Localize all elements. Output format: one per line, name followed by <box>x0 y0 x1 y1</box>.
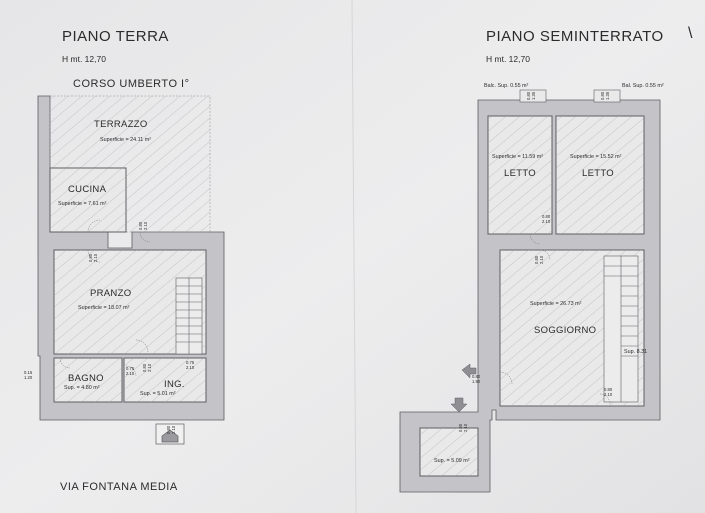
svg-text:0.75: 0.75 <box>126 366 135 371</box>
entrance-arrow-icon-lower <box>450 397 468 413</box>
svg-text:2.10: 2.10 <box>126 371 135 376</box>
room-area-ing: Sup. = 5.01 m² <box>140 391 176 397</box>
svg-text:0.80: 0.80 <box>142 363 147 372</box>
room-name-ing: ING. <box>164 379 185 390</box>
plan-piano-terra: PIANO TERRA H mt. 12,70 CORSO UMBERTO I° <box>24 28 225 493</box>
svg-text:0.75: 0.75 <box>186 360 195 365</box>
room-area-bagno: Sup. = 4.80 m² <box>64 385 100 391</box>
plan-title-terra: PIANO TERRA <box>62 28 169 45</box>
svg-text:2.10: 2.10 <box>463 423 468 432</box>
room-area-ripostiglio: Sup. = 5.09 m² <box>434 458 470 464</box>
stairs-terra <box>175 277 203 355</box>
svg-text:0.15: 0.15 <box>24 370 33 375</box>
room-area-cucina: Superficie = 7.61 m² <box>58 201 107 207</box>
svg-text:2.10: 2.10 <box>143 221 148 230</box>
stair-area-label: Sup. 8.31 <box>624 349 647 355</box>
svg-text:0.80: 0.80 <box>166 425 171 434</box>
balcony-label-left: Balc. Sup. 0.55 m² <box>484 83 529 89</box>
room-area-soggiorno: Superficie = 26.73 m² <box>530 301 582 307</box>
plan-piano-seminterrato: PIANO SEMINTERRATO H mt. 12,70 Balc. Sup… <box>399 25 693 493</box>
svg-text:1.90: 1.90 <box>472 379 481 384</box>
room-name-soggiorno: SOGGIORNO <box>534 325 596 336</box>
svg-text:0.80: 0.80 <box>138 221 143 230</box>
street-label-bottom: VIA FONTANA MEDIA <box>60 481 178 493</box>
height-label-seminterrato: H mt. 12,70 <box>486 54 530 64</box>
room-area-letto-1: Superficie = 11.59 m² <box>492 154 543 160</box>
svg-text:0.80: 0.80 <box>472 374 481 379</box>
svg-text:0.80: 0.80 <box>534 255 539 264</box>
svg-text:0.80: 0.80 <box>542 214 551 219</box>
plan-title-seminterrato: PIANO SEMINTERRATO <box>486 28 664 45</box>
corner-pen-mark: \ <box>688 25 693 42</box>
street-label-top: CORSO UMBERTO I° <box>73 78 190 90</box>
room-name-cucina: CUCINA <box>68 184 107 195</box>
svg-text:2.10: 2.10 <box>604 392 613 397</box>
room-name-pranzo: PRANZO <box>90 288 131 299</box>
svg-text:0.80: 0.80 <box>526 91 531 100</box>
svg-text:2.10: 2.10 <box>147 363 152 372</box>
balcony-label-right: Bal. Sup. 0.55 m² <box>622 83 664 89</box>
door-swings-seminterrato <box>499 233 611 405</box>
paper-fold <box>351 0 357 513</box>
svg-text:1.35: 1.35 <box>531 91 536 100</box>
svg-text:2.10: 2.10 <box>542 219 551 224</box>
balcony-right <box>593 89 621 103</box>
svg-text:2.10: 2.10 <box>93 253 98 262</box>
svg-text:0.80: 0.80 <box>88 253 93 262</box>
svg-text:1.20: 1.20 <box>24 375 33 380</box>
room-name-letto-1: LETTO <box>504 168 536 179</box>
svg-text:1.35: 1.35 <box>605 91 610 100</box>
room-name-bagno: BAGNO <box>68 373 104 384</box>
room-area-letto-2: Superficie = 15.52 m² <box>570 154 622 160</box>
svg-text:0.80: 0.80 <box>604 387 613 392</box>
svg-text:2.10: 2.10 <box>539 255 544 264</box>
balcony-left <box>519 89 547 103</box>
room-area-pranzo: Superficie = 18.07 m² <box>78 305 130 311</box>
room-name-terrazzo: TERRAZZO <box>94 119 148 130</box>
room-name-letto-2: LETTO <box>582 168 614 179</box>
door-dimensions-seminterrato: 0.80 1.35 0.80 1.35 0.80 2.10 0.80 2.10 … <box>458 91 613 432</box>
height-label-terra: H mt. 12,70 <box>62 54 106 64</box>
entrance-arrow-icon <box>155 423 185 445</box>
svg-text:0.80: 0.80 <box>600 91 605 100</box>
svg-text:2.10: 2.10 <box>171 425 176 434</box>
entrance-arrow-icon-side <box>461 363 477 379</box>
stairs-seminterrato <box>603 255 639 403</box>
svg-text:0.80: 0.80 <box>458 423 463 432</box>
door-dimensions-terra: 0.80 2.10 0.80 2.10 0.80 2.10 0.75 2.10 … <box>24 221 195 434</box>
room-area-terrazzo: Superficie = 24.11 m² <box>100 137 151 143</box>
svg-text:2.10: 2.10 <box>186 365 195 370</box>
door-swings-terra <box>59 219 151 377</box>
